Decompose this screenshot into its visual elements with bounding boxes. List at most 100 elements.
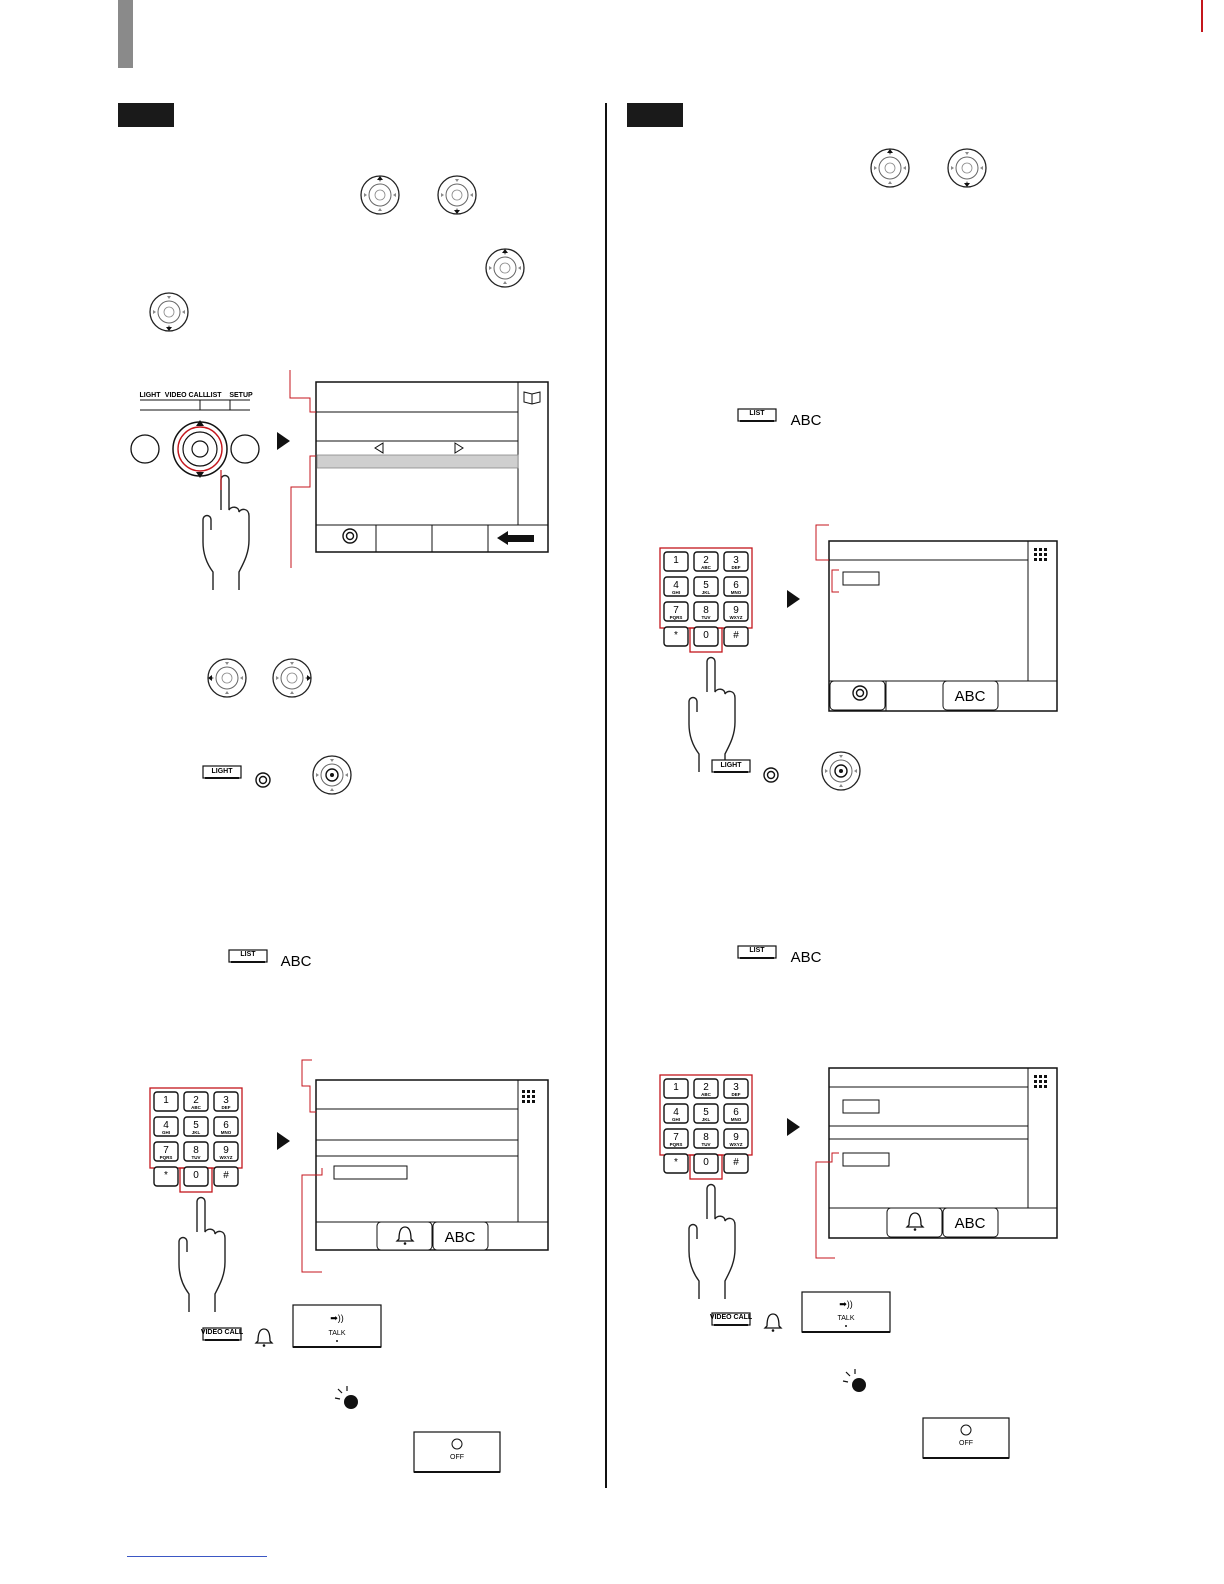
svg-text:VIDEO CALL: VIDEO CALL xyxy=(710,1314,753,1321)
keypad-key xyxy=(693,601,719,622)
svg-text:➡)): ➡)) xyxy=(839,1299,853,1309)
ring-icon xyxy=(763,767,779,783)
keypad-letters: MNO xyxy=(221,1130,232,1135)
keypad-key xyxy=(723,1153,749,1174)
nav-down-icon xyxy=(438,176,476,214)
keypad-key xyxy=(183,1166,209,1187)
list-key: LIST xyxy=(228,949,268,963)
keypad-key xyxy=(663,551,689,572)
keypad-letters: ABC xyxy=(191,1105,201,1110)
keypad-letters: ABC xyxy=(701,1092,711,1097)
keypad-digit: 9 xyxy=(733,605,739,616)
keypad-key xyxy=(693,1078,719,1099)
monitor-screen-4: ABC xyxy=(815,1067,1058,1259)
keypad-letters: TUV xyxy=(702,1142,711,1147)
keypad-digit: 7 xyxy=(673,1132,679,1143)
keypad-digit: 4 xyxy=(673,580,679,591)
svg-text:LIST: LIST xyxy=(749,410,765,417)
svg-text:TALK: TALK xyxy=(838,1315,855,1322)
keypad-key xyxy=(213,1141,239,1162)
keypad-digit: * xyxy=(674,630,678,641)
keypad-letters: MNO xyxy=(731,1117,742,1122)
keypad-digit: 0 xyxy=(703,1157,709,1168)
keypad-digit: * xyxy=(164,1170,168,1181)
monitor-screen-2: ABC xyxy=(301,1059,549,1273)
right-arrow-icon xyxy=(454,442,464,454)
pointing-hand-icon xyxy=(688,656,736,773)
keypad-key xyxy=(663,1128,689,1149)
keypad-key xyxy=(663,576,689,597)
video-call-key: VIDEO CALL xyxy=(710,1312,753,1326)
keypad-digit: 1 xyxy=(163,1095,169,1106)
keypad-digit: 0 xyxy=(193,1170,199,1181)
keypad-digit: 3 xyxy=(733,1082,739,1093)
keypad-letters: ABC xyxy=(701,565,711,570)
keypad-key xyxy=(663,626,689,647)
keypad-letters: PQRS xyxy=(670,1142,683,1147)
keypad-key xyxy=(663,1153,689,1174)
keypad-digit: 7 xyxy=(673,605,679,616)
blink-icon xyxy=(842,1368,867,1393)
dialpad-icon xyxy=(1034,548,1047,561)
nav-up-icon xyxy=(871,149,909,187)
keypad-key xyxy=(153,1116,179,1137)
blink-icon xyxy=(334,1385,359,1410)
keypad-digit: # xyxy=(733,1157,739,1168)
talk-key: ➡)) TALK xyxy=(801,1291,891,1333)
nav-center-icon xyxy=(822,752,860,790)
nav-left-icon xyxy=(208,659,246,697)
keypad-digit: 6 xyxy=(223,1120,229,1131)
arrow-icon xyxy=(787,590,800,608)
keypad-digit: 2 xyxy=(193,1095,199,1106)
unit-panel-illustration: LIGHT VIDEO CALL LIST SETUP xyxy=(130,392,260,591)
monitor-screen-1 xyxy=(289,370,549,568)
keypad-key xyxy=(183,1091,209,1112)
keypad-letters: WXYZ xyxy=(730,615,743,620)
keypad-letters: MNO xyxy=(731,590,742,595)
keypad-digit: 1 xyxy=(673,1082,679,1093)
dialpad-icon xyxy=(522,1090,535,1103)
keypad-key xyxy=(213,1116,239,1137)
column-divider xyxy=(605,103,607,1488)
keypad-digit: * xyxy=(674,1157,678,1168)
keypad-key xyxy=(693,576,719,597)
video-call-key: VIDEO CALL xyxy=(201,1327,244,1341)
keypad-letters: DEF xyxy=(222,1105,231,1110)
svg-text:ABC: ABC xyxy=(791,412,822,429)
step-badge-left xyxy=(118,103,174,127)
input-field xyxy=(842,1099,880,1114)
keypad-letters: TUV xyxy=(192,1155,201,1160)
keypad-letters: GHI xyxy=(672,1117,680,1122)
keypad-key xyxy=(663,601,689,622)
keypad-digit: 4 xyxy=(673,1107,679,1118)
keypad-key xyxy=(693,1128,719,1149)
keypad-digit: # xyxy=(733,630,739,641)
keypad-key xyxy=(723,1103,749,1124)
keypad-digit: 2 xyxy=(703,555,709,566)
dialpad-icon xyxy=(1034,1075,1047,1088)
left-arrow-icon xyxy=(374,442,384,454)
keypad-key xyxy=(213,1166,239,1187)
svg-text:OFF: OFF xyxy=(450,1454,464,1461)
bell-icon xyxy=(764,1313,782,1333)
keypad-digit: 1 xyxy=(673,555,679,566)
ring-icon xyxy=(255,772,271,788)
keypad-key xyxy=(723,576,749,597)
keypad-letters: JKL xyxy=(702,590,711,595)
keypad-key xyxy=(693,551,719,572)
svg-text:LIGHT: LIGHT xyxy=(140,392,162,399)
svg-text:➡)): ➡)) xyxy=(330,1313,344,1323)
keypad-digit: 6 xyxy=(733,1107,739,1118)
nav-right-icon xyxy=(273,659,311,697)
monitor-screen-3: ABC xyxy=(815,524,1058,712)
keypad-key xyxy=(723,1078,749,1099)
keypad-letters: PQRS xyxy=(160,1155,173,1160)
pointing-hand-icon xyxy=(178,1196,226,1313)
keypad-key xyxy=(153,1091,179,1112)
keypad-key xyxy=(723,1128,749,1149)
keypad-letters: WXYZ xyxy=(730,1142,743,1147)
list-key: LIST xyxy=(737,945,777,959)
keypad-key xyxy=(663,1103,689,1124)
pointing-hand-icon xyxy=(202,474,250,591)
